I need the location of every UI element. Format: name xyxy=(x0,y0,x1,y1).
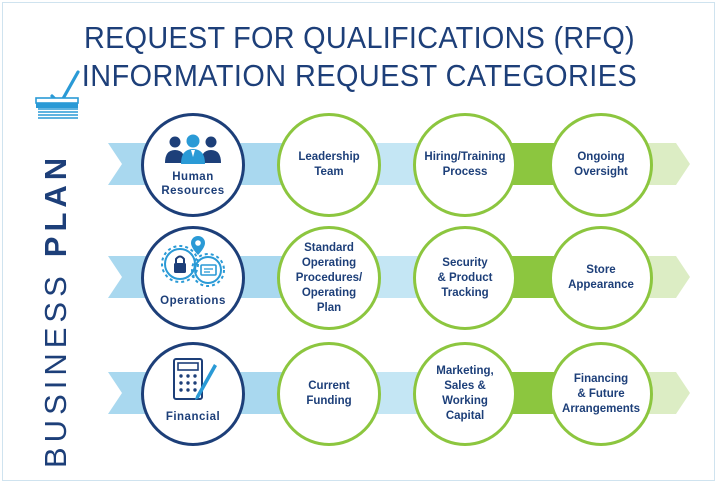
step-label: Marketing, Sales & Working Capital xyxy=(436,365,494,422)
category-row: Operations Standard Operating Procedures/… xyxy=(0,226,719,336)
step-circle: Hiring/Training Process xyxy=(413,113,517,217)
category-label: Human Resources xyxy=(161,171,225,197)
step-circle: Standard Operating Procedures/ Operating… xyxy=(277,226,381,330)
step-circle: Security & Product Tracking xyxy=(413,226,517,330)
document-stack-icon xyxy=(35,70,80,119)
category-label: Financial xyxy=(165,411,221,423)
step-label: Current Funding xyxy=(306,380,352,407)
calculator-icon xyxy=(168,356,220,407)
category-label: Operations xyxy=(160,295,226,307)
step-circle: Store Appearance xyxy=(549,226,653,330)
step-label: Leadership Team xyxy=(298,151,360,178)
people-icon xyxy=(163,133,223,170)
category-circle xyxy=(141,113,245,217)
step-label: Hiring/Training Process xyxy=(424,151,506,178)
step-label: Financing & Future Arrangements xyxy=(562,372,640,415)
step-circle: Ongoing Oversight xyxy=(549,113,653,217)
category-row: Financial Current Funding Marketing, Sales… xyxy=(0,342,719,452)
step-circle: Financing & Future Arrangements xyxy=(549,342,653,446)
step-label: Standard Operating Procedures/ Operating… xyxy=(295,241,363,314)
step-circle: Current Funding xyxy=(277,342,381,446)
step-label: Ongoing Oversight xyxy=(574,151,628,178)
gears-icon xyxy=(158,234,228,295)
page-frame xyxy=(2,2,715,481)
category-row: Human Resources Leadership Team Hiring/Tra… xyxy=(0,113,719,223)
step-circle: Leadership Team xyxy=(277,113,381,217)
title-line-2: INFORMATION REQUEST CATEGORIES xyxy=(81,58,638,93)
step-circle: Marketing, Sales & Working Capital xyxy=(413,342,517,446)
title-line-1: REQUEST FOR QUALIFICATIONS (RFQ) xyxy=(84,20,635,55)
step-label: Store Appearance xyxy=(568,264,634,291)
step-label: Security & Product Tracking xyxy=(437,256,493,299)
